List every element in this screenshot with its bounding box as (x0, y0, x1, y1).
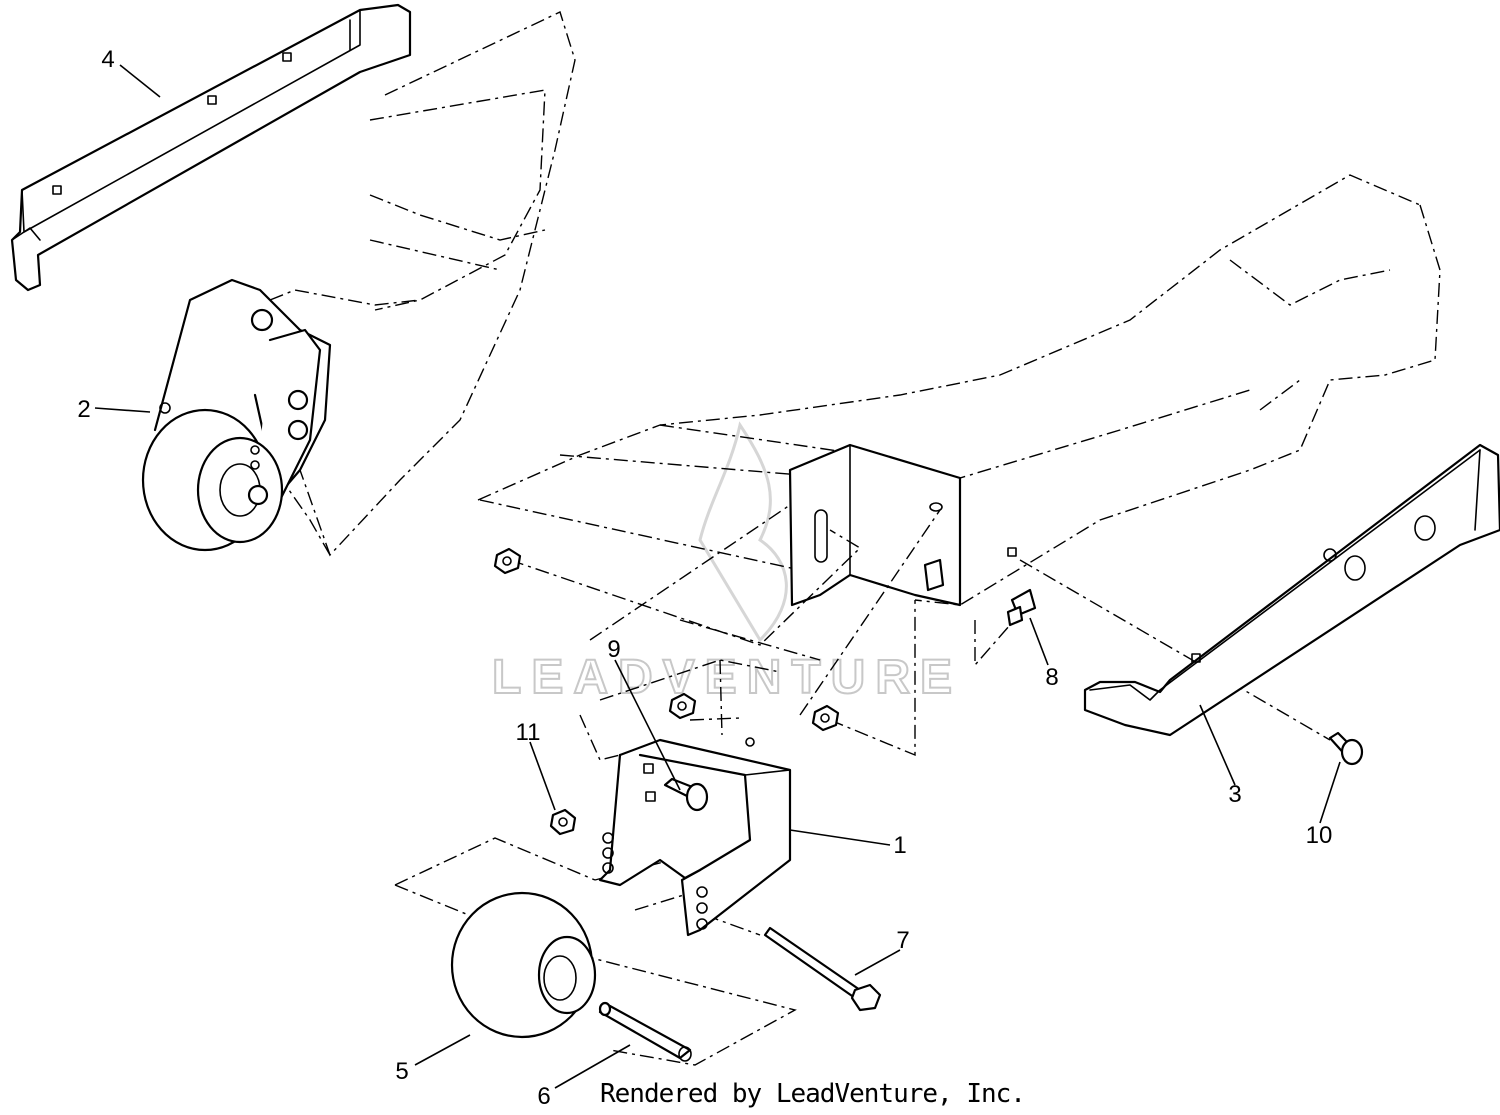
front-frame-block (788, 443, 1017, 607)
callout-1: 1 (893, 832, 906, 859)
watermark-text: LEADVENTURE (492, 651, 962, 704)
callout-3: 3 (1228, 781, 1241, 808)
nut-icon (811, 704, 840, 732)
part-1-caster-bracket (598, 737, 792, 937)
callout-6: 6 (537, 1083, 550, 1110)
nut-icon (549, 808, 577, 836)
callout-labels: 1 2 3 4 5 6 7 8 9 10 11 (77, 46, 1332, 1110)
callout-9: 9 (607, 636, 620, 663)
callout-7: 7 (896, 927, 909, 954)
callout-2: 2 (77, 396, 90, 423)
render-credit: Rendered by LeadVenture, Inc. (600, 1079, 1026, 1109)
part-7-axle-bolt (763, 926, 882, 1012)
callout-5: 5 (395, 1058, 408, 1085)
part-9-carriage-bolt (663, 777, 709, 812)
part-10-carriage-bolt (1328, 731, 1364, 766)
part-2-left-caster-assembly (141, 278, 332, 552)
deck-shell-phantom (269, 11, 576, 557)
callout-8: 8 (1045, 664, 1058, 691)
part-8-bolt (1006, 588, 1037, 627)
part-4-left-bumper (10, 3, 412, 292)
explode-guide-lines (394, 504, 1331, 1066)
part-11-nuts (493, 547, 840, 836)
nut-icon (493, 547, 522, 575)
nut-icon (668, 692, 697, 720)
watermark: LEADVENTURE (491, 421, 962, 705)
watermark-flame-icon (698, 421, 788, 643)
part-3-right-bumper (1083, 443, 1500, 737)
callout-10: 10 (1306, 822, 1333, 849)
leader-lines (94, 64, 1341, 1089)
callout-11: 11 (516, 719, 541, 746)
part-5-caster-wheel (450, 891, 597, 1039)
part-6-spacer-tube (598, 1001, 692, 1062)
callout-4: 4 (101, 46, 114, 73)
